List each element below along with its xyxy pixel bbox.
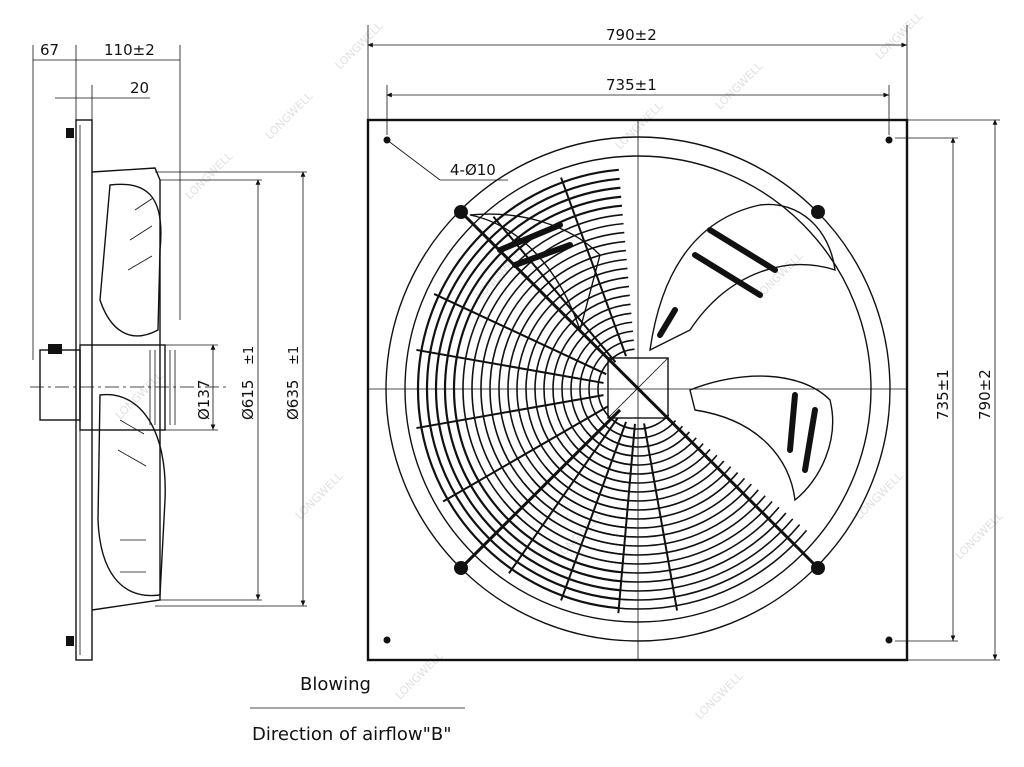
watermark-text: LONGWELL bbox=[263, 89, 316, 142]
dim-side-offset: 20 bbox=[130, 79, 149, 97]
watermark-text: LONGWELL bbox=[613, 99, 666, 152]
guard-radial-wire bbox=[442, 405, 609, 503]
guard-radial-wire bbox=[643, 423, 679, 611]
guard-radial-wire bbox=[492, 215, 617, 363]
watermark-text: LONGWELL bbox=[113, 369, 166, 422]
guard-radial-wire bbox=[560, 421, 627, 601]
dim-height-total: 790±2 bbox=[976, 369, 994, 420]
watermark-text: LONGWELL bbox=[183, 149, 236, 202]
watermark-text: LONGWELL bbox=[693, 669, 746, 722]
dim-inlet-diameter: Ø615 bbox=[239, 380, 257, 420]
dim-width-holes: 735±1 bbox=[606, 76, 657, 94]
dim-width-total: 790±2 bbox=[606, 26, 657, 44]
watermark-text: LONGWELL bbox=[853, 469, 906, 522]
blade-upper bbox=[99, 183, 162, 337]
guard-radial-wire bbox=[416, 348, 604, 384]
dim-outer-tolerance: ±1 bbox=[287, 346, 302, 365]
watermark-text: LONGWELL bbox=[873, 9, 926, 62]
front-view: 790±2 735±1 735±1 790±2 4-Ø10 bbox=[366, 25, 1000, 662]
dim-side-depth: 110±2 bbox=[104, 41, 155, 59]
square-plate bbox=[366, 118, 909, 662]
watermark-text: LONGWELL bbox=[333, 19, 386, 72]
mounting-plate bbox=[75, 119, 93, 661]
watermark-text: LONGWELL bbox=[393, 649, 446, 702]
dim-height-holes: 735±1 bbox=[934, 369, 952, 420]
guard-radial-wire bbox=[560, 177, 627, 357]
dim-inlet-tolerance: ±1 bbox=[242, 346, 257, 365]
airflow-direction-caption: Direction of airflow"B" bbox=[252, 724, 452, 745]
guard-radial-wire bbox=[508, 417, 619, 574]
airflow-type-caption: Blowing bbox=[300, 674, 371, 695]
dim-hub-diameter: Ø137 bbox=[195, 380, 213, 420]
side-view: 67 110±2 20 bbox=[30, 41, 307, 661]
watermark-text: LONGWELL bbox=[293, 469, 346, 522]
finger-guard bbox=[416, 168, 808, 614]
blade-lower bbox=[97, 393, 166, 597]
dim-side-left: 67 bbox=[40, 41, 59, 59]
fan-blades bbox=[469, 203, 836, 502]
guard-radial-wire bbox=[617, 423, 636, 614]
hole-callout: 4-Ø10 bbox=[450, 161, 496, 179]
watermark-text: LONGWELL bbox=[953, 509, 1006, 562]
watermark-text: LONGWELL bbox=[713, 59, 766, 112]
guard-radial-wire bbox=[433, 293, 607, 376]
motor-body bbox=[79, 344, 166, 431]
motor-cap bbox=[39, 349, 81, 421]
dim-outer-diameter: Ø635 bbox=[284, 380, 302, 420]
guard-radial-wire bbox=[416, 394, 604, 430]
